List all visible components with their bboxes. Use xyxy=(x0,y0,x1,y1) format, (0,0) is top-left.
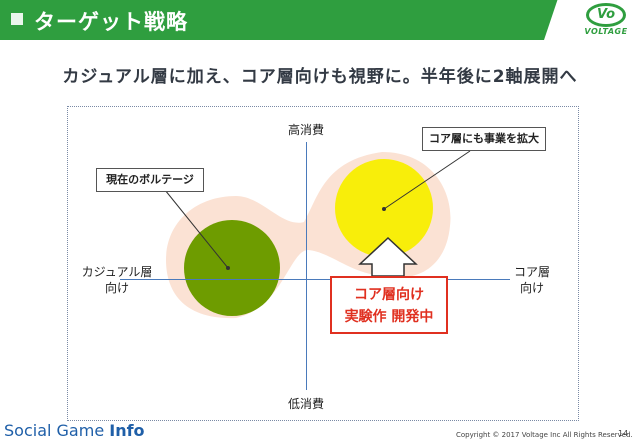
axis-label-core: コア層 向け xyxy=(500,264,564,296)
casual-center-dot xyxy=(226,266,230,270)
axis-label-core-line1: コア層 xyxy=(513,265,550,279)
axis-label-casual-line2: 向け xyxy=(104,281,129,295)
header-bullet-icon xyxy=(11,13,23,25)
copyright-text: Copyright © 2017 Voltage Inc All Rights … xyxy=(456,431,633,439)
header-bar xyxy=(0,0,640,40)
source-watermark-bold: Info xyxy=(109,421,145,440)
callout-expand-leader xyxy=(383,150,471,210)
callout-current-leader xyxy=(164,189,229,269)
dev-box-line2: 実験作 開発中 xyxy=(344,309,434,325)
core-center-dot xyxy=(382,207,386,211)
axis-label-high-spend: 高消費 xyxy=(287,123,324,137)
voltage-logo-icon: Vo xyxy=(586,3,626,27)
page-number: 14 xyxy=(618,429,629,438)
callout-current-voltage: 現在のボルテージ xyxy=(96,168,204,192)
source-watermark: Social Game Info xyxy=(4,421,145,440)
axis-label-core-line2: 向け xyxy=(519,281,544,295)
core-dev-box: コア層向け 実験作 開発中 xyxy=(330,276,448,334)
source-watermark-regular: Social Game xyxy=(4,421,110,440)
axis-label-casual-line1: カジュアル層 xyxy=(81,265,153,279)
slide-title: ターゲット戦略 xyxy=(34,10,188,34)
axis-label-casual: カジュアル層 向け xyxy=(62,264,172,296)
callout-expand-core: コア層にも事業を拡大 xyxy=(422,127,546,151)
diagram-frame xyxy=(67,106,579,421)
slide-subtitle: カジュアル層に加え、コア層向けも視野に。半年後に2軸展開へ xyxy=(62,67,578,87)
up-arrow-icon xyxy=(358,236,418,277)
voltage-logo-text: VOLTAGE xyxy=(584,27,628,36)
horizontal-axis xyxy=(120,279,510,280)
casual-market-circle xyxy=(184,220,280,316)
dev-box-line1: コア層向け xyxy=(354,287,424,303)
axis-label-low-spend: 低消費 xyxy=(287,397,324,411)
vertical-axis xyxy=(306,142,307,390)
